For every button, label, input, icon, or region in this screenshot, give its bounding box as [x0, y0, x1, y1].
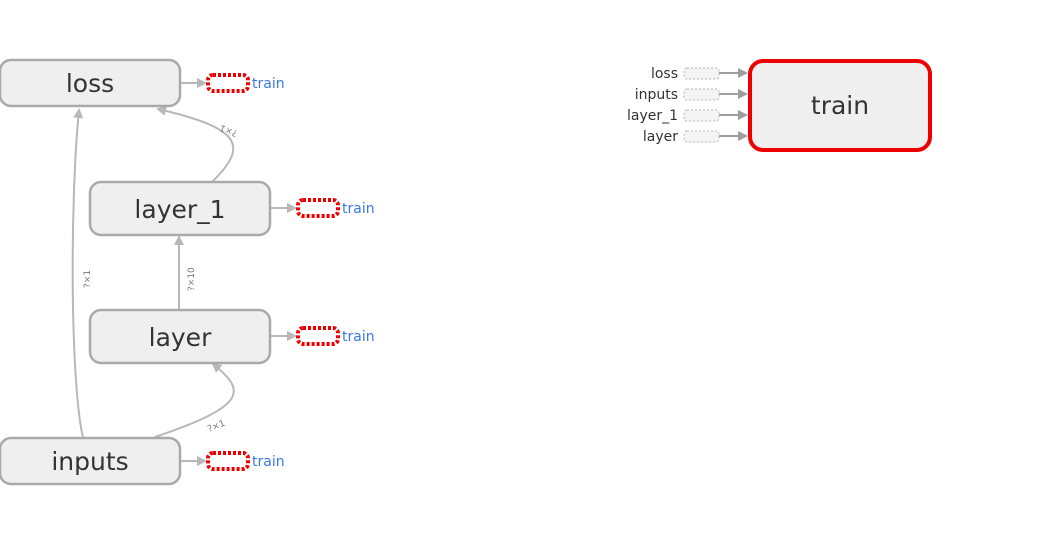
- edge-inputs-to-layer[interactable]: [154, 362, 235, 438]
- ctrl-layer-1-label[interactable]: train: [342, 201, 375, 217]
- node-train[interactable]: train: [748, 59, 932, 152]
- ctrl-inputs-label[interactable]: train: [252, 454, 285, 470]
- train-input-layer[interactable]: layer: [643, 129, 748, 145]
- train-input-loss-label: loss: [651, 66, 678, 82]
- ctrl-inputs[interactable]: train: [181, 451, 285, 471]
- train-input-layer-1-label: layer_1: [627, 108, 678, 124]
- train-input-inputs-label: inputs: [635, 87, 678, 103]
- edge-label-inputs-layer: ?×1: [206, 419, 226, 435]
- ctrl-layer-label[interactable]: train: [342, 329, 375, 345]
- edge-label-layer-layer1: ?×10: [187, 267, 197, 291]
- train-input-inputs[interactable]: inputs: [635, 87, 748, 103]
- edge-label-inputs-loss: ?×1: [83, 270, 93, 288]
- node-layer-label: layer: [149, 323, 212, 352]
- ctrl-loss-label[interactable]: train: [252, 76, 285, 92]
- node-train-label: train: [811, 91, 869, 120]
- ctrl-loss[interactable]: train: [181, 73, 285, 93]
- node-inputs[interactable]: inputs: [0, 436, 182, 486]
- train-input-layer-1[interactable]: layer_1: [627, 108, 748, 124]
- train-input-layer-label: layer: [643, 129, 678, 145]
- node-layer-1-label: layer_1: [134, 195, 225, 224]
- ctrl-layer[interactable]: train: [271, 326, 375, 346]
- node-loss-label: loss: [66, 69, 114, 98]
- node-layer[interactable]: layer: [88, 308, 272, 365]
- train-input-loss[interactable]: loss: [651, 66, 748, 82]
- node-inputs-label: inputs: [51, 447, 128, 476]
- edge-inputs-to-loss[interactable]: [71, 108, 84, 439]
- ctrl-layer-1[interactable]: train: [271, 198, 375, 218]
- edge-label-layer1-loss: ?×1: [219, 122, 239, 138]
- edge-layer1-to-loss[interactable]: [156, 105, 235, 183]
- node-loss[interactable]: loss: [0, 58, 182, 108]
- node-layer-1[interactable]: layer_1: [88, 180, 272, 237]
